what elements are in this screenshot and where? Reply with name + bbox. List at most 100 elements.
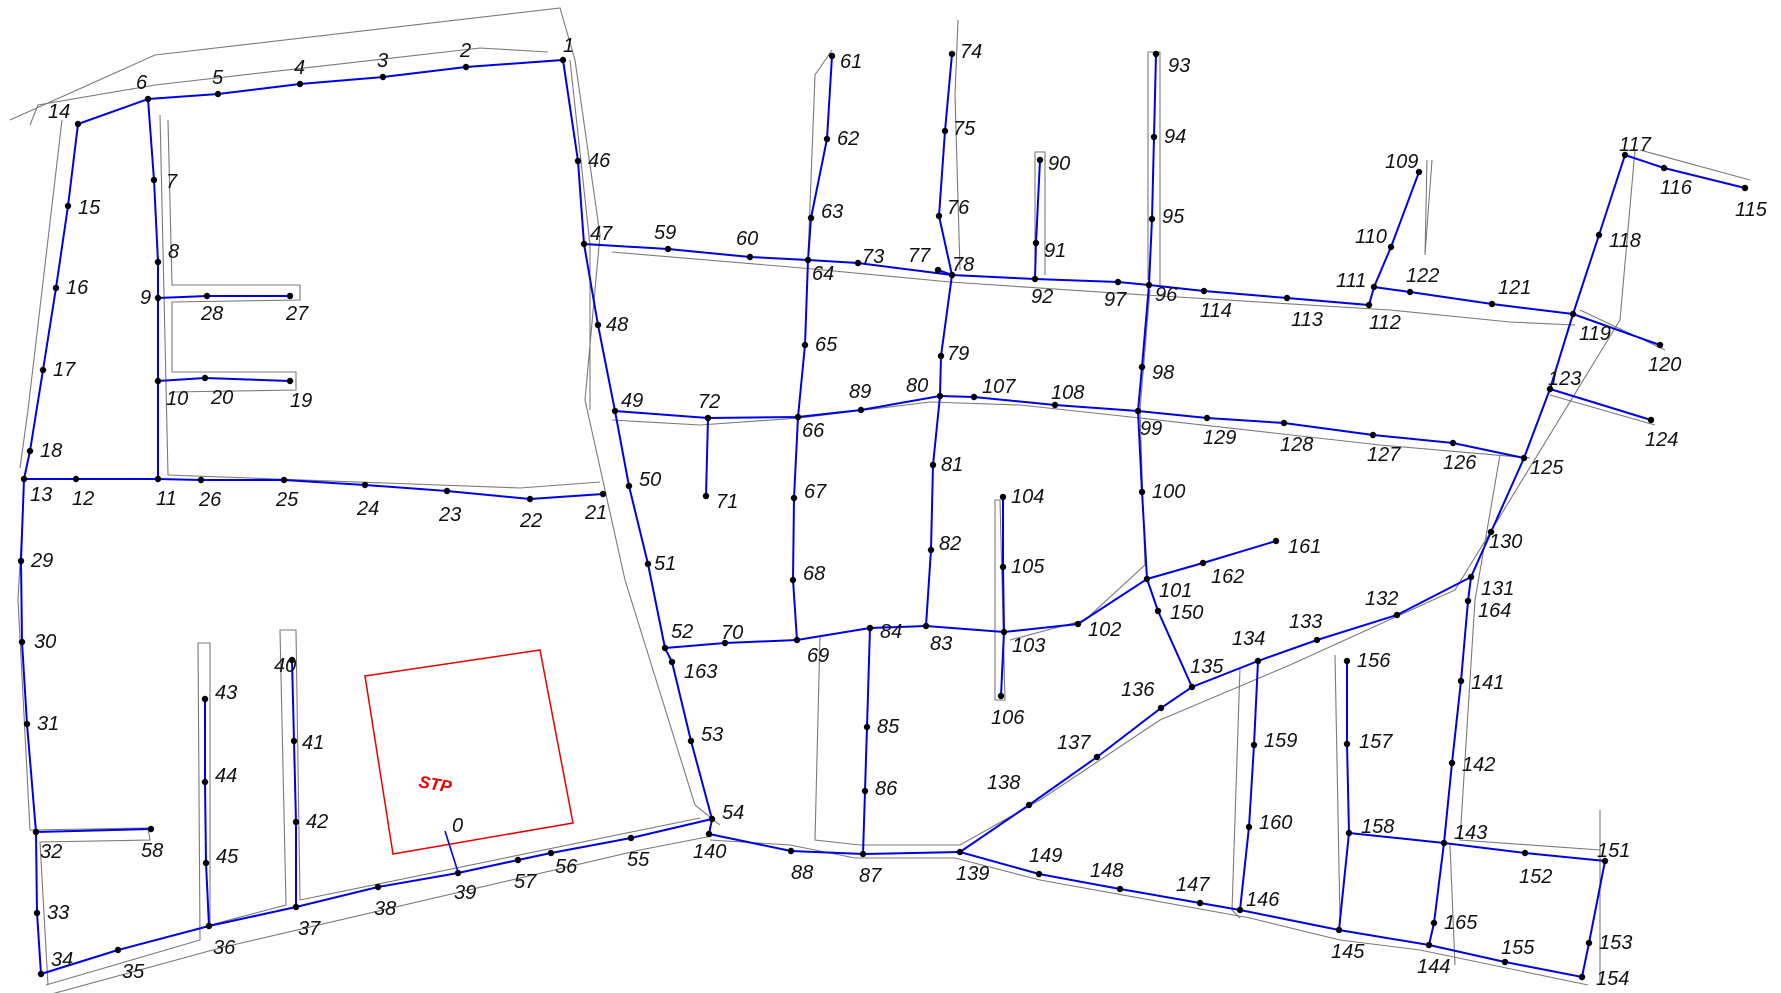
node-label: 63	[821, 201, 843, 223]
node-label: 41	[302, 732, 324, 754]
node-label: 37	[298, 918, 321, 940]
node-label: 85	[877, 716, 900, 738]
node-label: 116	[1660, 177, 1693, 199]
manhole-node	[144, 95, 152, 103]
node-label: 42	[306, 811, 328, 833]
node-label: 24	[356, 498, 379, 520]
node-label: 56	[555, 856, 578, 878]
node-label: 129	[1203, 427, 1236, 449]
node-label: 14	[48, 101, 70, 123]
manhole-node	[17, 557, 25, 565]
manhole-node	[948, 50, 956, 58]
manhole-node	[559, 56, 567, 64]
road-edge	[1549, 394, 1656, 426]
manhole-node	[1036, 156, 1044, 164]
manhole-node	[804, 256, 812, 264]
manhole-node	[1601, 857, 1609, 865]
node-label: 54	[722, 802, 744, 824]
manhole-node	[201, 778, 209, 786]
manhole-node	[39, 366, 47, 374]
manhole-node	[1520, 454, 1528, 462]
road-edge	[1639, 149, 1751, 181]
manhole-node	[26, 447, 34, 455]
manhole-node	[746, 253, 754, 261]
node-label: 84	[880, 621, 902, 643]
node-label: 146	[1246, 889, 1280, 911]
manhole-node	[1148, 215, 1156, 223]
node-label: 144	[1417, 956, 1450, 978]
node-label: 142	[1462, 754, 1495, 776]
manhole-node	[1152, 50, 1160, 58]
node-label: 98	[1152, 362, 1174, 384]
node-label: 164	[1478, 600, 1511, 622]
manhole-node	[580, 240, 588, 248]
node-label: 112	[1369, 312, 1401, 334]
node-label: 79	[947, 343, 969, 365]
manhole-node	[147, 825, 155, 833]
road-edge	[1334, 654, 1341, 921]
sewer-pipe	[1000, 497, 1006, 697]
sewer-pipe	[1239, 660, 1259, 911]
manhole-node	[1569, 310, 1577, 318]
manhole-node	[1656, 341, 1664, 349]
sewer-pipe	[147, 98, 159, 479]
node-label: 104	[1011, 486, 1044, 508]
node-label: 89	[849, 381, 871, 403]
node-label: 74	[960, 41, 982, 63]
manhole-node	[443, 487, 451, 495]
node-label: 111	[1336, 270, 1366, 292]
node-label: 122	[1406, 265, 1439, 287]
node-label: 163	[684, 661, 717, 683]
node-label: 109	[1385, 151, 1418, 173]
manhole-node	[150, 176, 158, 184]
node-label: 76	[947, 197, 970, 219]
node-label: 155	[1501, 937, 1535, 959]
node-label: 151	[1597, 840, 1630, 862]
node-label: 8	[168, 241, 179, 263]
manhole-node	[708, 815, 716, 823]
road-edge	[29, 47, 549, 126]
node-label: 149	[1029, 845, 1062, 867]
sewer-pipe	[862, 627, 871, 855]
node-label: 130	[1489, 531, 1522, 553]
manhole-node	[937, 352, 945, 360]
manhole-node	[1000, 628, 1008, 636]
node-label: 25	[275, 489, 299, 511]
manhole-node	[154, 258, 162, 266]
manhole-node	[1343, 740, 1351, 748]
manhole-node	[454, 869, 462, 877]
manhole-node	[1280, 419, 1288, 427]
manhole-node	[790, 494, 798, 502]
road-edge	[807, 49, 833, 259]
manhole-node	[20, 475, 28, 483]
manhole-node	[1457, 677, 1465, 685]
manhole-node	[702, 492, 710, 500]
road-edge	[45, 629, 701, 986]
manhole-node	[1440, 839, 1448, 847]
manhole-node	[214, 90, 222, 98]
node-label: 61	[840, 51, 862, 73]
node-label: 153	[1599, 932, 1632, 954]
manhole-node	[154, 475, 162, 483]
node-label: 43	[215, 682, 237, 704]
manhole-node	[1313, 636, 1321, 644]
manhole-node	[1188, 683, 1196, 691]
sewer-pipe	[1338, 661, 1351, 931]
node-label: 73	[862, 246, 884, 268]
manhole-node	[1660, 164, 1668, 172]
node-label: 2	[459, 40, 471, 62]
node-label: 17	[53, 359, 76, 381]
manhole-node	[1157, 704, 1165, 712]
node-label: 19	[290, 390, 312, 412]
sewer-pipe	[35, 828, 152, 833]
road-edge	[814, 149, 1636, 846]
road-edge	[1231, 667, 1241, 919]
manhole-node	[1074, 620, 1082, 628]
manhole-node	[594, 321, 602, 329]
manhole-node	[154, 294, 162, 302]
road-edge	[167, 119, 301, 393]
sewer-pipe	[1572, 313, 1661, 346]
node-label: 46	[588, 150, 611, 172]
sewer-pipe	[19, 123, 79, 833]
manhole-node	[1521, 849, 1529, 857]
